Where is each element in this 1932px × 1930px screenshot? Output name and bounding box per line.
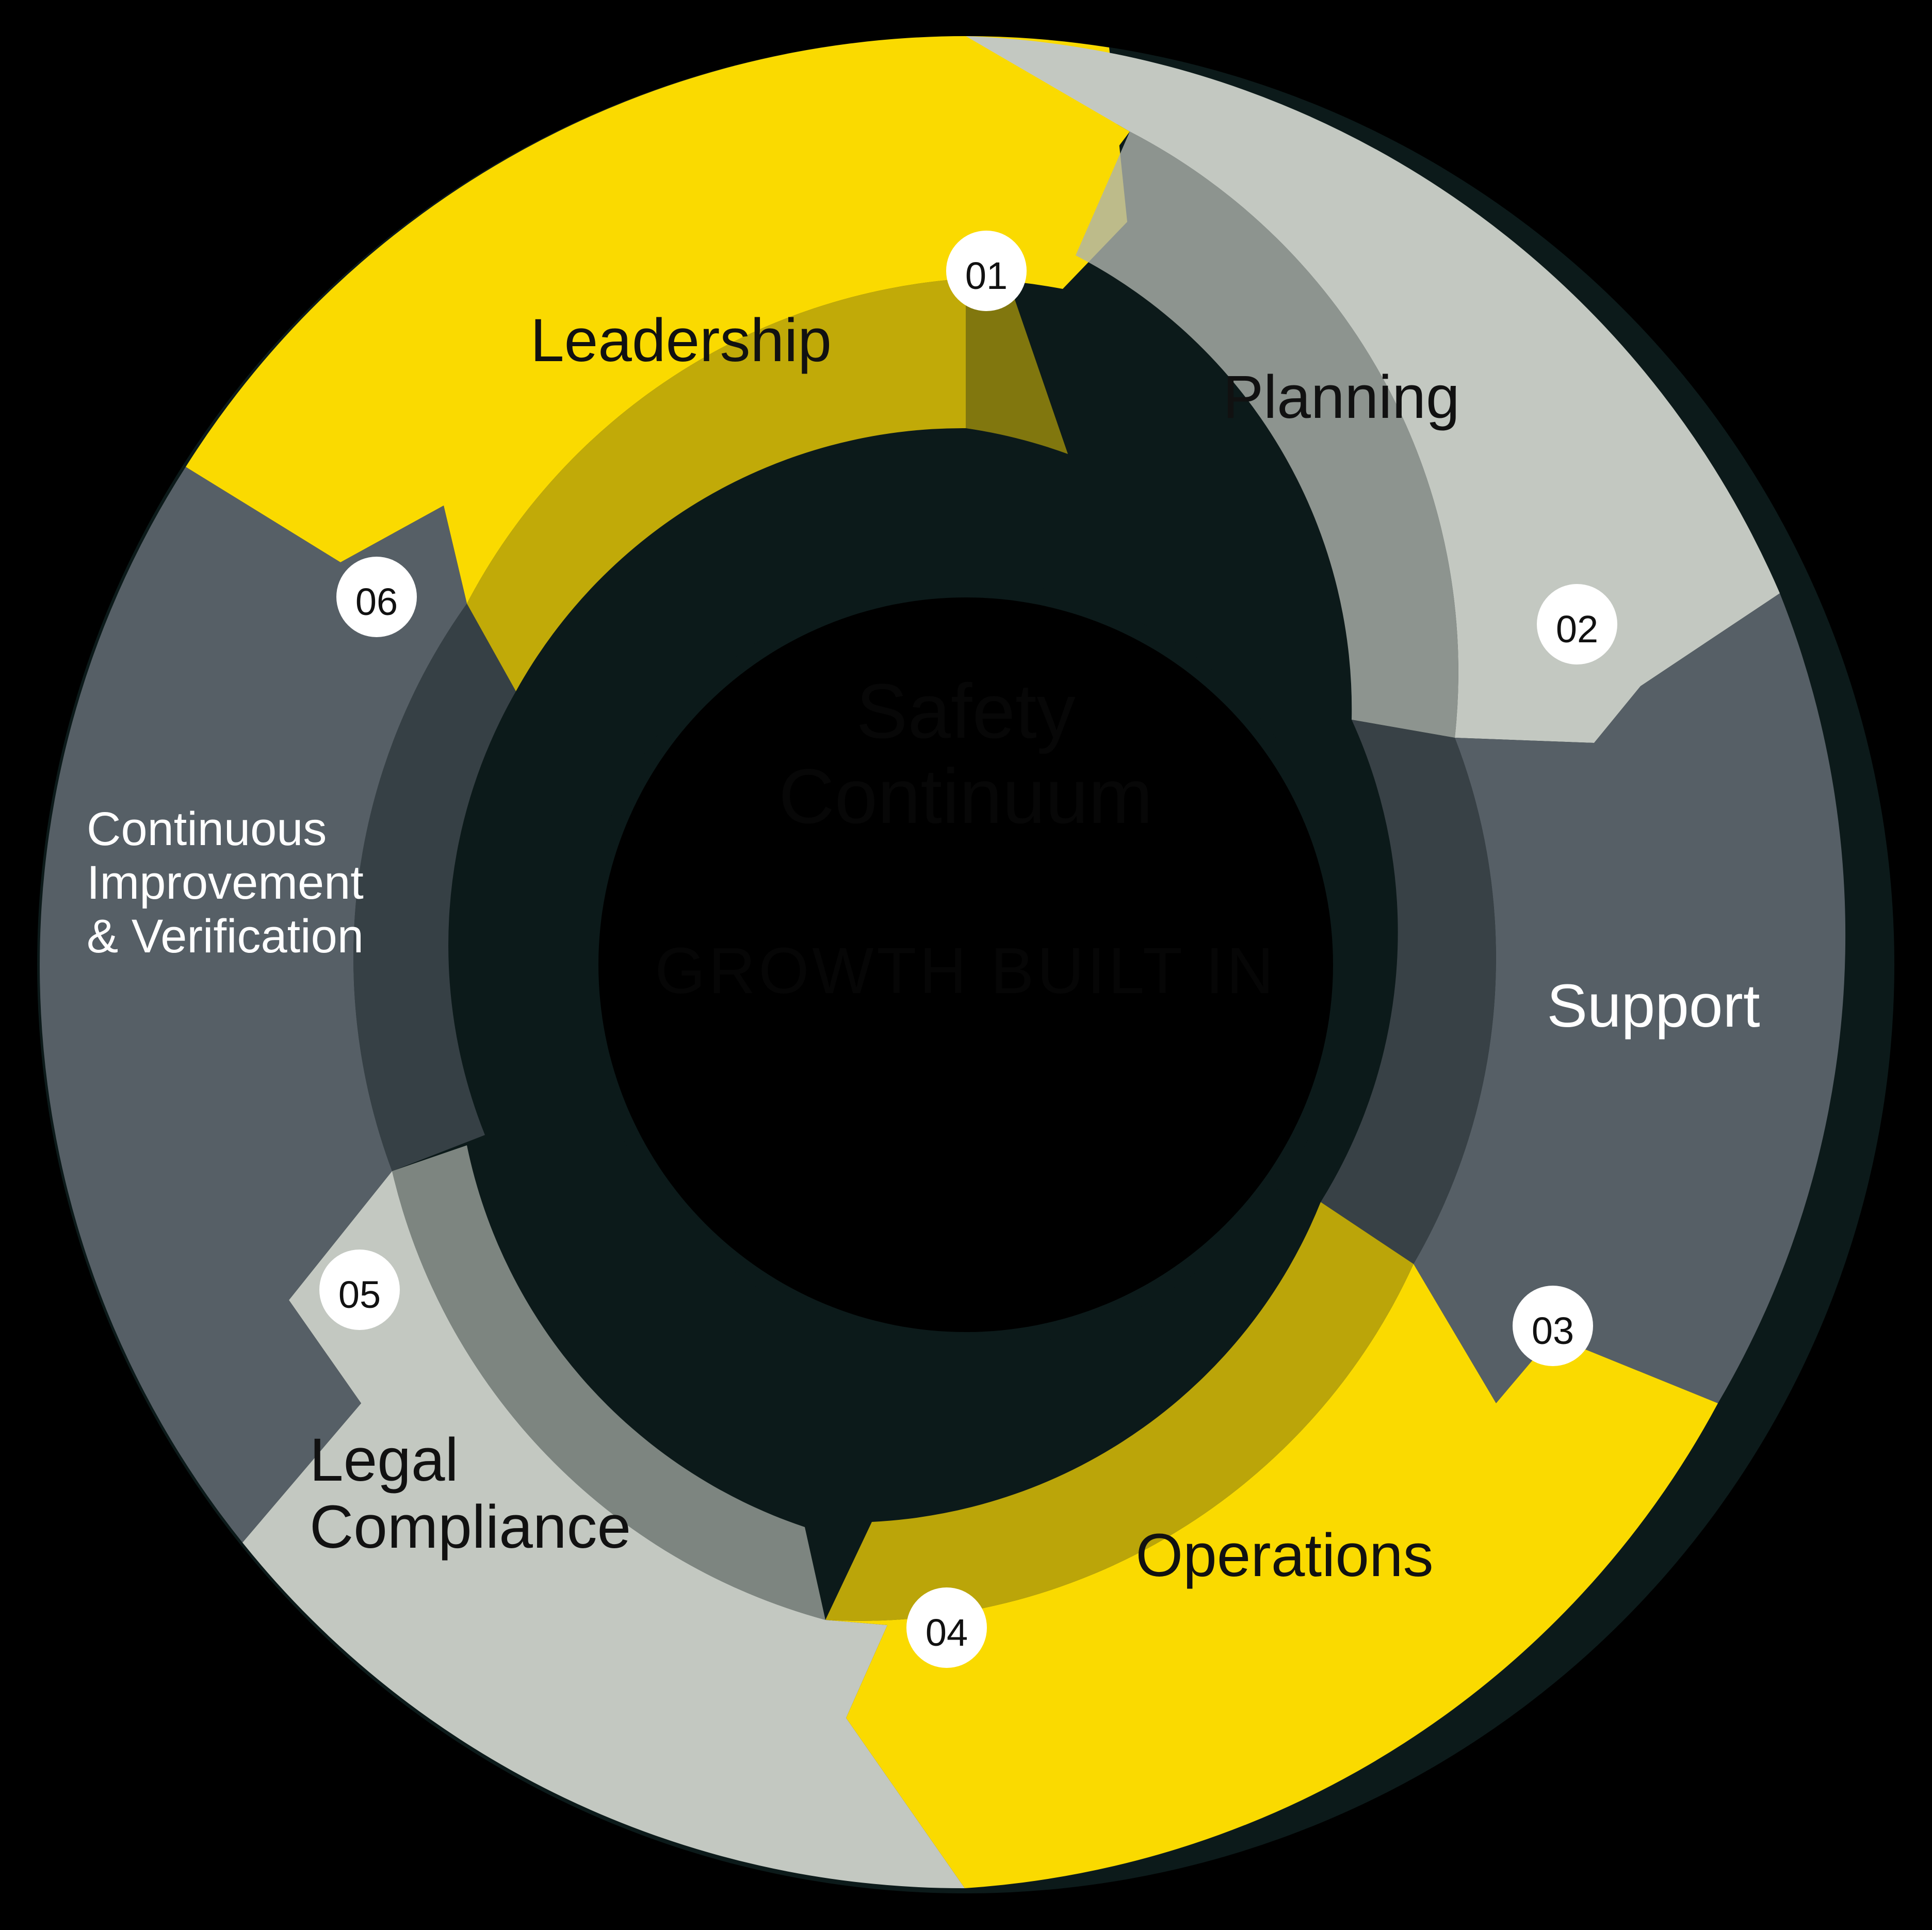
segment-label-ci-line3: & Verification [87,910,364,963]
badge-03-number: 03 [1532,1309,1574,1352]
badge-03-circle [1513,1286,1593,1366]
segment-leadership-shade [467,279,966,691]
badge-02-circle [1537,584,1617,664]
segment-operations[interactable] [825,1202,1718,1888]
segment-support-body [1414,593,1846,1403]
segment-label-legal-line2: Compliance [310,1493,631,1561]
badge-06-number: 06 [355,580,398,623]
segment-planning-shade [1076,132,1458,738]
segment-ci-body [40,467,467,1543]
badge-06[interactable]: 06 [336,557,417,637]
segment-label-support: Support [1547,972,1760,1040]
segment-planning-body [966,36,1780,743]
center-line2: Continuum [778,753,1152,839]
segment-operations-body [825,1264,1718,1888]
segment-planning[interactable] [966,36,1780,743]
segment-label-operations: Operations [1135,1521,1433,1590]
segment-leadership[interactable] [186,36,1130,691]
segment-continuous-improvement[interactable] [40,467,516,1543]
badge-04[interactable]: 04 [906,1587,987,1668]
segment-support-shade [1321,720,1496,1264]
segment-label-planning: Planning [1223,363,1459,431]
badge-05-number: 05 [338,1273,381,1316]
segment-support[interactable] [1321,593,1846,1403]
segment-label-leadership: Leadership [530,306,832,375]
segment-leadership-arrowhead [966,36,1130,289]
segment-legal-body [242,1171,965,1889]
center-line1: Safety [856,668,1075,754]
badge-04-circle [906,1587,987,1668]
segment-ci-shade [353,604,516,1171]
badge-05-circle [319,1250,400,1330]
segment-leadership-shade2 [966,279,1068,454]
badge-02-number: 02 [1556,608,1598,651]
badge-05[interactable]: 05 [319,1250,400,1330]
badge-01-number: 01 [965,254,1008,297]
segment-label-legal-line1: Legal [310,1426,459,1494]
badge-02[interactable]: 02 [1537,584,1617,664]
segment-label-continuous-improvement: Continuous Improvement & Verification [87,803,364,963]
segment-label-legal-compliance: Legal Compliance [310,1426,631,1561]
badge-03[interactable]: 03 [1513,1286,1593,1366]
center-tagline: GROWTH BUILT IN [655,934,1276,1007]
segment-legal-compliance[interactable] [242,1145,965,1889]
badge-06-circle [336,557,417,637]
wheel-inner-hub [598,597,1333,1332]
center-brand: Safety Continuum GROWTH BUILT IN [655,668,1276,1007]
badge-04-number: 04 [926,1611,968,1654]
segment-label-ci-line2: Improvement [87,856,364,909]
segment-legal-shade [392,1145,825,1620]
badge-01[interactable]: 01 [946,231,1027,311]
segment-label-ci-line1: Continuous [87,803,327,855]
badge-01-circle [946,231,1027,311]
segment-operations-shade [825,1202,1414,1621]
segment-leadership-arrow [186,36,966,604]
